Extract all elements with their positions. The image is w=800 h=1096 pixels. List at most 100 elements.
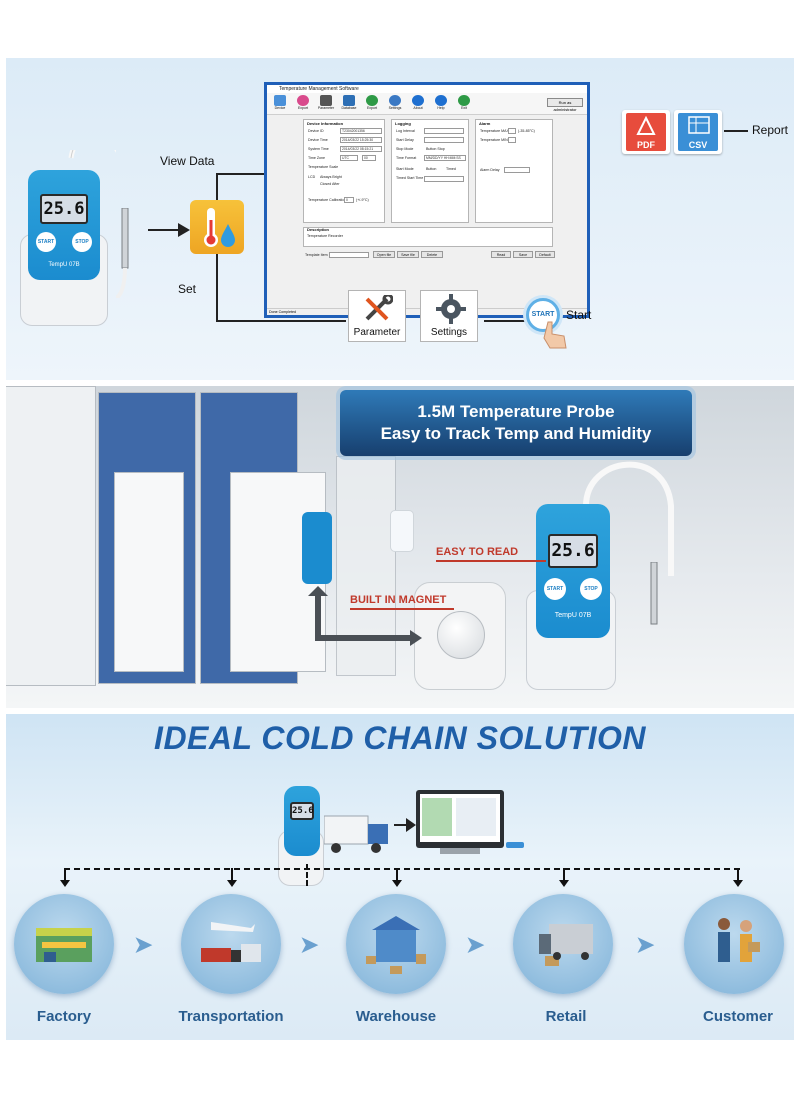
probe-feature-panel: 1.5M Temperature Probe Easy to Track Tem… [6,386,794,708]
toolbar-device[interactable]: Device [269,95,291,113]
start-mode-timed[interactable]: Timed [446,167,456,171]
start-delay-label: Start Delay [396,138,414,142]
arrow-right-icon [178,223,190,237]
temperature-min-field[interactable] [508,137,516,143]
button-stop-checkbox[interactable]: Button Stop [426,147,445,151]
connector-to-software [216,173,266,175]
stage-label-factory: Factory [36,1008,92,1025]
lcd-always-bright[interactable]: Always Bright [320,175,342,179]
stage-label-transportation: Transportation [178,1008,284,1025]
calibration-field[interactable]: 0 [344,197,354,203]
device-time-label: Device Time [308,138,328,142]
toolbar-about[interactable]: About [407,95,429,113]
lcd-closed-after[interactable]: Closed After [320,182,340,186]
truck-icon [324,815,388,853]
logger-brand: TempU 07B [48,262,80,268]
description-text[interactable]: Temperature Recorder [307,234,343,238]
system-time-label: System Time [308,147,329,151]
toolbar-export[interactable]: Export [292,95,314,113]
temperature-min-label: Temperature MIN [480,138,508,142]
temperature-max-field[interactable] [508,128,516,134]
alarm-box: Alarm Temperature MAX (-35-85°C) Tempera… [475,119,553,223]
stage-label-customer: Customer [702,1008,773,1025]
time-format-label: Time Format [396,156,417,160]
template-item-select[interactable] [329,252,369,258]
background-logger [390,510,414,552]
small-logger: 25.6 [272,776,352,886]
run-as-admin-button[interactable]: Run as administrator [547,98,583,112]
device-id-field[interactable]: T23042001356 [340,128,382,134]
report-label: Report [752,123,789,137]
monitor-icon [416,790,504,848]
start-mode-button[interactable]: Button [426,167,437,171]
start-button: START [36,232,56,252]
settings-label: Settings [430,327,468,338]
time-zone-offset[interactable]: 00 [362,155,376,161]
easy-to-read-label: EASY TO READ [436,546,519,558]
toolbar-exit[interactable]: Exit [453,95,475,113]
start-press-button[interactable]: START [526,298,560,332]
system-time-field[interactable]: 2014/03/22 08:15:21 [340,146,382,152]
time-zone-field[interactable]: UTC [340,155,358,161]
open-file-button[interactable]: Open file [373,251,395,258]
temperature-max-label: Temperature MAX [480,129,509,133]
temperature-probe-icon [116,208,129,298]
toolbar-settings[interactable]: Settings [384,95,406,113]
delete-button[interactable]: Delete [421,251,443,258]
start-delay-field[interactable] [424,137,464,143]
gear-icon [436,294,466,324]
time-format-select[interactable]: MM/DD/YY HH:MM:SS [424,155,466,161]
report-line [724,130,748,132]
logging-box: Logging Log Interval Start Delay Stop Mo… [391,119,469,223]
dash-v-4 [563,868,565,880]
logger-body: 25.6 START STOP TempU 07B [28,170,100,280]
software-workflow-panel: 25.6 START STOP TempU 07B View Data Set … [6,58,794,380]
usb-icon [506,842,524,848]
cold-chain-headline: IDEAL COLD CHAIN SOLUTION [154,720,646,756]
chevron-right-icon-2: ➤ [300,932,319,957]
built-in-magnet-label: BUILT IN MAGNET [350,594,447,606]
chevron-right-icon-3: ➤ [466,932,485,957]
default-button[interactable]: Default [535,251,555,258]
stop-mode-label: Stop Mode [396,147,414,151]
log-interval-field[interactable] [424,128,464,134]
transportation-circle [181,894,281,994]
save-button[interactable]: Save [513,251,533,258]
connector-to-tiles [216,320,346,322]
timed-start-field[interactable] [424,176,464,182]
logger-lcd-large: 25.6 [548,534,598,568]
toolbar-parameter[interactable]: Parameter [315,95,337,113]
toolbar-export-2[interactable]: Export [361,95,383,113]
factory-icon [36,928,92,962]
wall-mounted-logger [302,512,332,584]
arrow-line [148,229,182,231]
description-box: Description Temperature Recorder [303,227,553,247]
device-time-field[interactable]: 2014/03/22 15:25:30 [340,137,382,143]
dash-v-5 [737,868,739,880]
time-zone-label: Time Zone [308,156,326,160]
factory-circle [14,894,114,994]
parameter-tile[interactable]: Parameter [348,290,406,342]
dash-v-3 [396,868,398,880]
small-logger-lcd: 25.6 [290,802,314,820]
logger-brand-large: TempU 07B [554,612,592,619]
start-label: Start [566,308,592,322]
start-mode-label: Start Mode [396,167,414,171]
stage-label-warehouse: Warehouse [355,1008,437,1025]
connector-tiles-to-start [484,320,526,322]
alarm-delay-label: Alarm Delay [480,168,500,172]
easy-to-read-line [436,560,546,562]
toolbar-database[interactable]: Database [338,95,360,113]
toolbar-help[interactable]: Help [430,95,452,113]
monitor-screen [420,794,500,842]
pdf-file-icon: PDF [622,110,670,154]
save-file-button[interactable]: Save file [397,251,419,258]
read-button[interactable]: Read [491,251,511,258]
dash-v-1 [64,868,66,880]
settings-tile[interactable]: Settings [420,290,478,342]
chevron-right-icon-4: ➤ [636,932,655,957]
retail-icon [539,924,593,966]
arrow-down-1 [60,880,70,887]
alarm-delay-field[interactable] [504,167,530,173]
chevron-right-icon-1: ➤ [134,932,153,957]
